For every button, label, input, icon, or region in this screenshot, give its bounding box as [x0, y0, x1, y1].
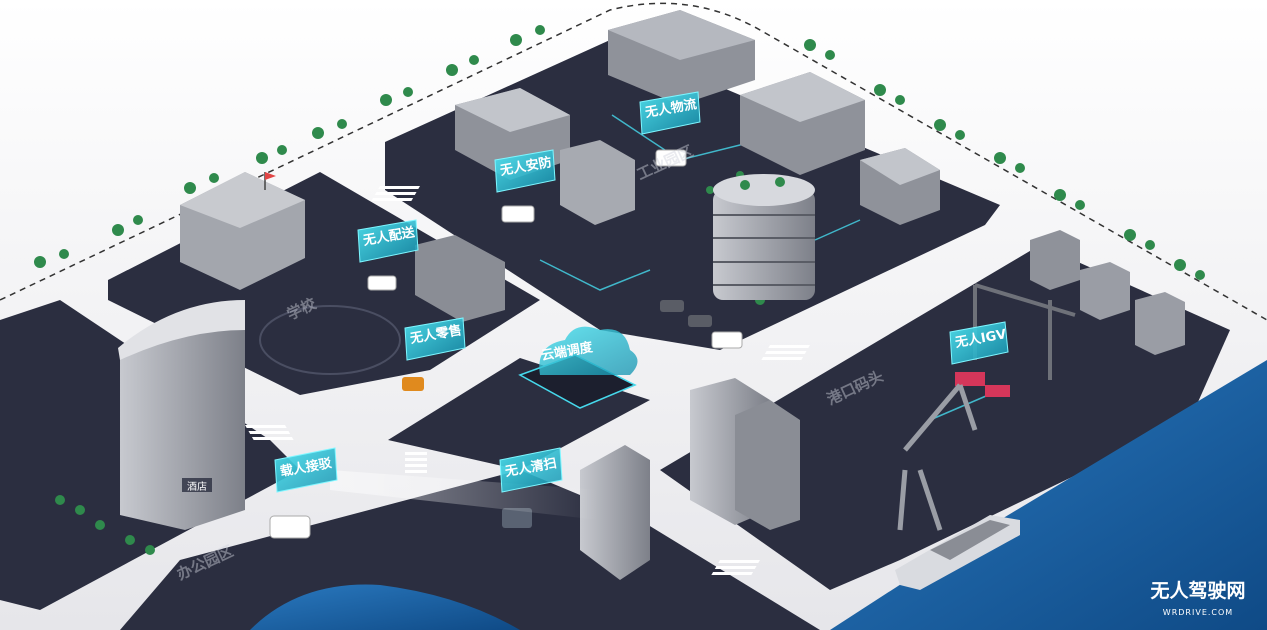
port-equipment — [895, 230, 1185, 590]
port-block — [660, 245, 1230, 590]
crosswalks — [244, 186, 810, 575]
cloud-platform — [518, 326, 638, 409]
round-tower — [713, 190, 815, 300]
label-retail: 无人零售 — [404, 317, 466, 361]
label-delivery: 无人配送 — [357, 219, 419, 263]
label-security: 无人安防 — [494, 149, 556, 193]
outer-road-dashes — [0, 2, 1267, 321]
light-beam — [330, 470, 600, 520]
sea-south — [250, 584, 520, 630]
vehicles — [269, 149, 743, 539]
south-block — [120, 470, 820, 630]
trees — [34, 25, 1205, 555]
office-towers — [580, 378, 800, 580]
watermark-main: 无人驾驶网 — [1150, 579, 1245, 602]
label-igv: 无人IGV — [949, 321, 1009, 365]
service-labels: 无人物流 无人安防 无人配送 无人零售 云端调度 载人接驳 无人清扫 无人IGV — [274, 91, 1009, 493]
label-logistics: 无人物流 — [639, 91, 701, 135]
industrial-buildings — [455, 10, 940, 300]
watermark-sub: WRDRIVE.COM — [1163, 608, 1233, 617]
label-sanitation: 无人清扫 — [499, 447, 563, 493]
watermark: 无人驾驶网 WRDRIVE.COM — [1150, 579, 1245, 617]
hotel-building: 酒店 — [118, 300, 245, 530]
hotel-sign: 酒店 — [187, 480, 207, 493]
school-building — [180, 172, 505, 375]
label-passenger: 载人接驳 — [274, 447, 338, 493]
